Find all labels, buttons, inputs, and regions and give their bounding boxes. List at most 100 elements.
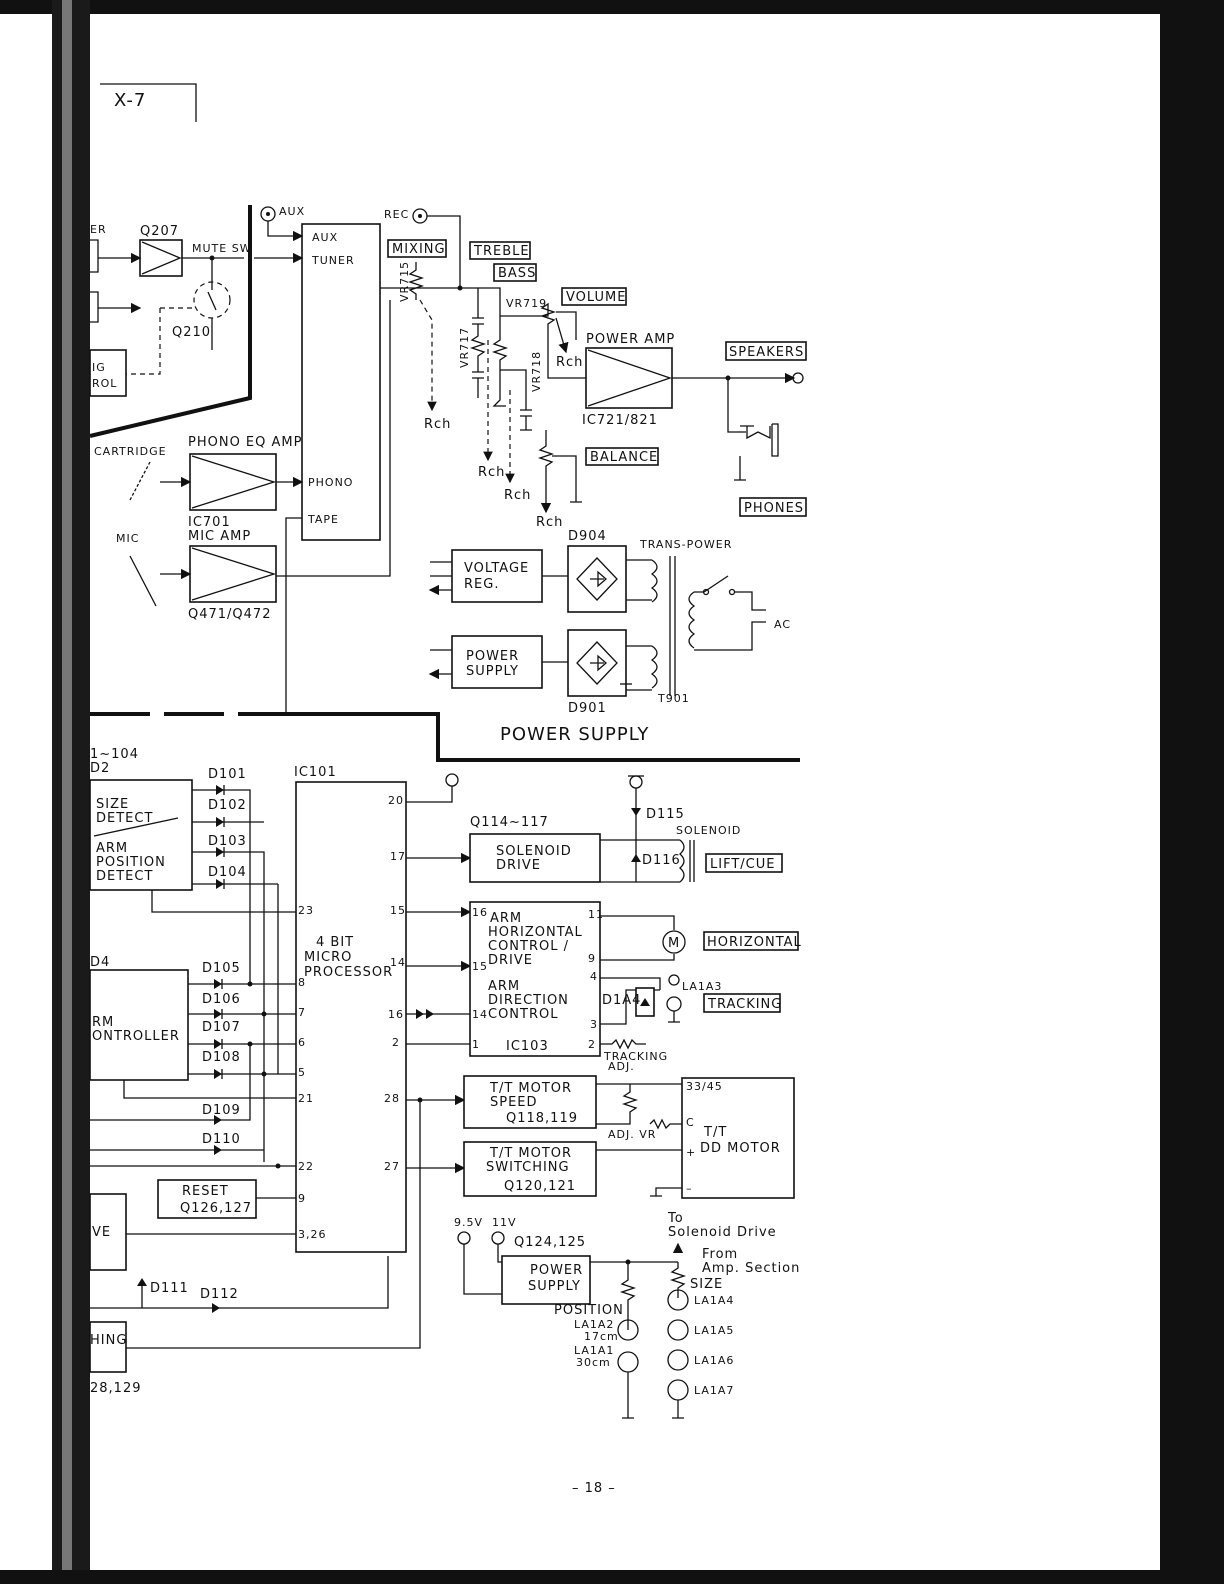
d1a4-label: D1A4 <box>602 993 641 1008</box>
rch-label-3: Rch <box>504 488 531 503</box>
mp-line1: 4 BIT <box>316 935 354 950</box>
horizontal-label: HORIZONTAL <box>707 935 802 950</box>
d107-label: D107 <box>202 1020 241 1035</box>
horizontal-motor-wires <box>600 915 675 961</box>
ve-fragment: VE <box>92 1225 111 1240</box>
v11-label: 11V <box>492 1216 517 1229</box>
transformer-core <box>669 556 676 696</box>
detect-diode-wires <box>192 789 278 1162</box>
reset-line2: Q126,127 <box>180 1201 252 1216</box>
solenoid-supply-terminal <box>629 775 643 789</box>
to-sol-line1: To <box>667 1211 684 1226</box>
pin17: 17 <box>390 850 406 863</box>
balance-box <box>585 447 659 466</box>
ps2-line2: SUPPLY <box>528 1279 581 1294</box>
vr719-rch-arrow <box>555 317 569 354</box>
pin14: 14 <box>390 956 406 969</box>
arm-pos-1: ARM <box>96 841 128 856</box>
rch-label-2: Rch <box>478 465 505 480</box>
ic103-line5: ARM <box>488 979 520 994</box>
treble-label: TREBLE <box>473 244 530 259</box>
power-amp-triangle <box>587 349 673 407</box>
wire-rec-out <box>427 215 461 290</box>
mute-node <box>209 255 215 261</box>
pin20: 20 <box>388 794 404 807</box>
tracking-adj-2: ADJ. <box>608 1060 635 1073</box>
lift-cue-box <box>705 853 783 873</box>
pin7: 7 <box>298 1006 306 1019</box>
la1a3-terminal <box>668 974 680 986</box>
hing-fragment: HING <box>90 1333 127 1348</box>
rec-jack-label: REC <box>384 208 409 221</box>
d101-label: D101 <box>208 767 247 782</box>
adj-vr-label: ADJ. VR <box>608 1128 656 1141</box>
motor-ground <box>650 1187 682 1197</box>
v11-terminal <box>491 1231 505 1245</box>
phones-ground <box>734 456 746 481</box>
power-supply-line2: SUPPLY <box>466 664 519 679</box>
vr719-label: VR719 <box>506 297 547 310</box>
sel-tape-label: TAPE <box>307 513 339 526</box>
d904-label: D904 <box>568 529 607 544</box>
ic103-pin15: 15 <box>472 960 488 973</box>
ic103-line1: ARM <box>490 911 522 926</box>
pin16: 16 <box>388 1008 404 1021</box>
horizontal-box <box>703 931 799 951</box>
q210-dashed-link <box>126 307 194 375</box>
phones-label: PHONES <box>744 501 804 516</box>
power-supply-outputs <box>430 649 452 674</box>
la1a4-lamp <box>667 1289 689 1311</box>
balance-wiper <box>552 455 582 503</box>
mp-line2: MICRO <box>304 950 352 965</box>
cartridge-icon <box>129 461 151 501</box>
d104-label: D104 <box>208 865 247 880</box>
solenoid-coil <box>679 839 685 883</box>
rch-label-5: Rch <box>536 515 563 530</box>
pin23: 23 <box>298 904 314 917</box>
voltage-reg-line2: REG. <box>464 577 499 592</box>
ic103-pin3: 3 <box>590 1018 598 1031</box>
power-supply-line1: POWER <box>466 649 519 664</box>
wire-pin21 <box>123 1080 296 1099</box>
minus-label: – <box>686 1182 693 1195</box>
ic103-line7: CONTROL <box>488 1007 558 1022</box>
q114-label: Q114~117 <box>470 815 549 830</box>
node-d108 <box>261 1071 267 1077</box>
tracking-box <box>703 993 781 1013</box>
la1a4-label: LA1A4 <box>694 1294 734 1307</box>
ic103-pin2: 2 <box>588 1038 596 1051</box>
pin27: 27 <box>384 1160 400 1173</box>
sel-tuner-label: TUNER <box>311 254 355 267</box>
d901-bridge <box>576 641 618 685</box>
horizontal-motor-icon <box>662 930 686 954</box>
switch-contact-1 <box>702 588 710 596</box>
pin22: 22 <box>298 1160 314 1173</box>
drive-block-fragment <box>89 1193 127 1271</box>
d901-diode-icon <box>590 654 607 672</box>
reset-line1: RESET <box>182 1184 229 1199</box>
node-d106 <box>261 1011 267 1017</box>
input-selector-block <box>301 223 381 541</box>
node-pin28 <box>417 1097 423 1103</box>
phono-eq-triangle <box>191 455 277 509</box>
size-detect-1: SIZE <box>96 797 129 812</box>
wire-switching <box>126 1100 421 1349</box>
d111-label: D111 <box>150 1281 189 1296</box>
pin8: 8 <box>298 976 306 989</box>
mp-line3: PROCESSOR <box>304 965 393 980</box>
voltage-reg-outputs <box>430 561 452 590</box>
transformer-sec2 <box>626 645 658 691</box>
speaker-terminal <box>792 372 804 384</box>
solenoid-core <box>689 840 695 882</box>
control-frag-2: ROL <box>92 377 117 390</box>
la1a3-ground <box>668 1011 680 1023</box>
speakers-label: SPEAKERS <box>729 345 804 360</box>
d106-label: D106 <box>202 992 241 1007</box>
wire-aux-in <box>267 221 304 242</box>
left-block-top <box>90 239 99 273</box>
v95-terminal <box>457 1231 471 1245</box>
sel-aux-label: AUX <box>312 231 338 244</box>
d103-label: D103 <box>208 834 247 849</box>
position-label: POSITION <box>554 1303 624 1318</box>
bass-label: BASS <box>498 266 536 281</box>
